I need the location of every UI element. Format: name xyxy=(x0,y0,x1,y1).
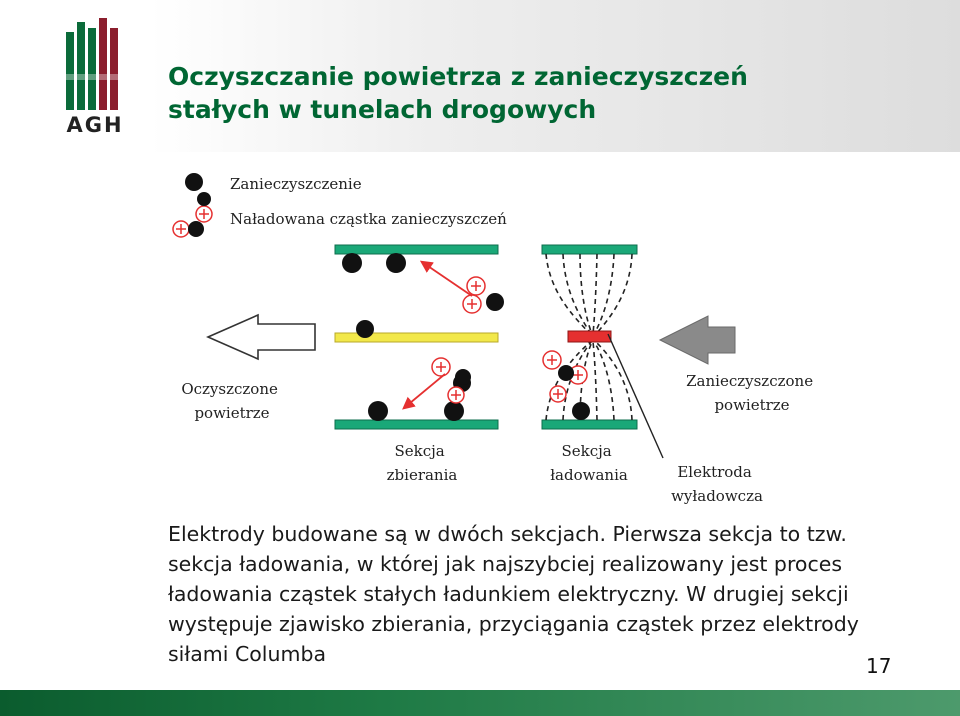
clean-air-arrow xyxy=(206,313,316,361)
charging-section-label-line-2: ładowania xyxy=(550,466,628,484)
polluted-air-label-line-2: powietrze xyxy=(714,396,789,414)
trajectory-arrow-up xyxy=(419,260,473,297)
trajectory-arrow-down xyxy=(402,373,446,410)
collecting-plate-middle xyxy=(334,332,499,343)
slide-title-line-1: Oczyszczanie powietrza z zanieczyszczeń xyxy=(168,62,748,91)
discharge-electrode xyxy=(567,330,612,343)
discharge-electrode-pointer xyxy=(607,333,664,459)
electric-field-lines xyxy=(545,253,633,421)
collecting-plate-top xyxy=(334,244,499,255)
slide-body-text: Elektrody budowane są w dwóch sekcjach. … xyxy=(168,522,859,666)
legend-charged-particle-label: Naładowana cząstka zanieczyszczeń xyxy=(230,210,507,228)
collecting-section-label: Sekcja zbierania xyxy=(387,442,458,484)
footer-band xyxy=(0,690,960,716)
charging-section-label: Sekcja ładowania xyxy=(550,442,628,484)
charged-particles xyxy=(431,276,588,404)
agh-logo-emblem xyxy=(66,18,118,110)
legend-pollutant-dot xyxy=(185,173,203,191)
charging-plate-bottom xyxy=(541,419,638,430)
charging-section-label-line-1: Sekcja xyxy=(561,442,611,460)
discharge-electrode-label-line-2: wyładowcza xyxy=(671,487,763,505)
slide-title: Oczyszczanie powietrza z zanieczyszczeń … xyxy=(168,60,748,126)
discharge-electrode-label: Elektroda wyładowcza xyxy=(671,463,763,505)
charging-plate-top xyxy=(541,244,638,255)
agh-logo: AGH xyxy=(66,18,123,136)
polluted-air-label: Zanieczyszczone powietrze xyxy=(686,372,818,414)
legend-charged-particle-icon xyxy=(172,192,213,238)
agh-logo-text: AGH xyxy=(66,113,123,136)
electrostatic-precipitator-diagram: Zanieczyszczenie Naładowana cząstka zani… xyxy=(172,173,818,505)
clean-air-label-line-2: powietrze xyxy=(194,404,269,422)
legend-pollutant-label: Zanieczyszczenie xyxy=(230,175,362,193)
page-number: 17 xyxy=(866,654,892,678)
slide-title-line-2: stałych w tunelach drogowych xyxy=(168,95,597,124)
polluted-air-label-line-1: Zanieczyszczone xyxy=(686,372,813,390)
polluted-air-arrow xyxy=(658,315,736,365)
collecting-plate-bottom xyxy=(334,419,499,430)
collecting-section-label-line-1: Sekcja xyxy=(394,442,444,460)
clean-air-label: Oczyszczone powietrze xyxy=(181,380,282,422)
clean-air-label-line-1: Oczyszczone xyxy=(181,380,278,398)
header-band xyxy=(150,0,960,152)
discharge-electrode-label-line-1: Elektroda xyxy=(677,463,752,481)
collecting-section-label-line-2: zbierania xyxy=(387,466,458,484)
